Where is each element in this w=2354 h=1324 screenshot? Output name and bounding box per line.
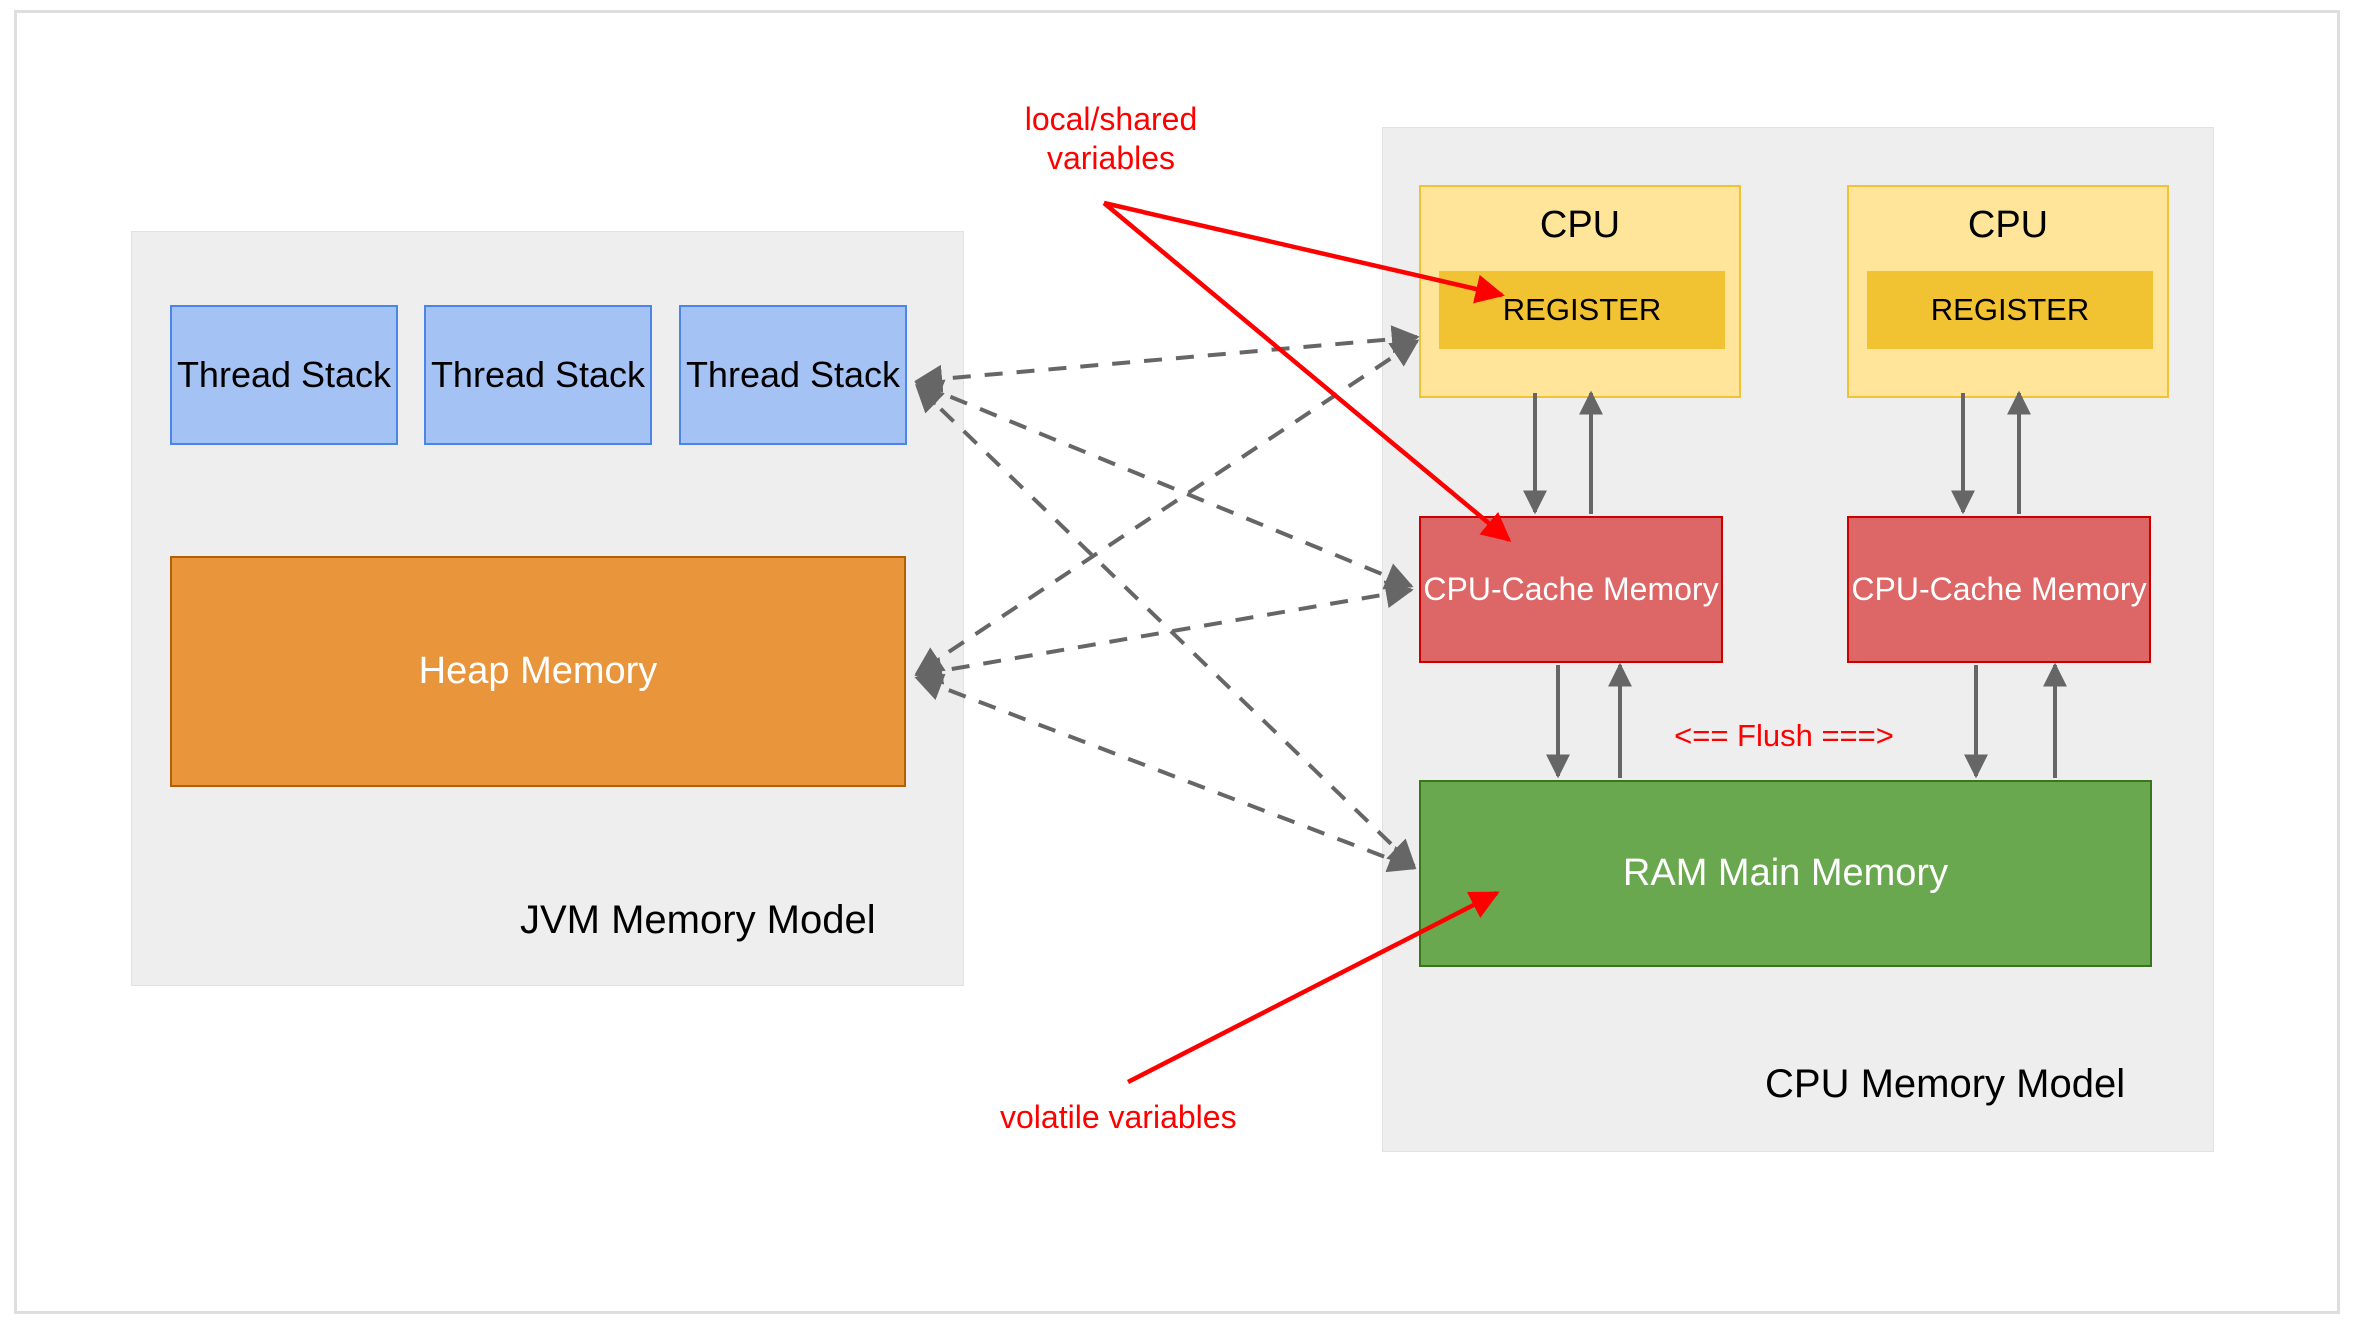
ram-main-memory-box[interactable]: RAM Main Memory bbox=[1419, 780, 2152, 967]
thread-stack-box-1[interactable]: Thread Stack bbox=[170, 305, 398, 445]
link-heap-to-ram bbox=[914, 673, 1417, 873]
cpu-box-1[interactable]: CPU REGISTER bbox=[1419, 185, 1741, 398]
thread-stack-box-2[interactable]: Thread Stack bbox=[424, 305, 652, 445]
link-heap-to-register bbox=[914, 339, 1420, 675]
link-thread-stack-to-ram bbox=[914, 384, 1417, 868]
jvm-memory-model-label: JVM Memory Model bbox=[520, 898, 876, 942]
register-box-1[interactable]: REGISTER bbox=[1439, 271, 1725, 349]
cpu-memory-model-label: CPU Memory Model bbox=[1765, 1062, 2126, 1106]
cpu-cache-memory-box-1[interactable]: CPU-Cache Memory bbox=[1419, 516, 1723, 663]
link-thread-stack-to-cache bbox=[914, 379, 1414, 590]
flush-annotation: <== Flush ===> bbox=[1674, 718, 1894, 753]
volatile-variables-annotation: volatile variables bbox=[1000, 1099, 1237, 1135]
heap-memory-box[interactable]: Heap Memory bbox=[170, 556, 906, 787]
cpu-label-1: CPU bbox=[1539, 204, 1621, 246]
link-thread-stack-to-register bbox=[914, 325, 1420, 393]
cpu-cache-memory-box-2[interactable]: CPU-Cache Memory bbox=[1847, 516, 2151, 663]
thread-stack-box-3[interactable]: Thread Stack bbox=[679, 305, 907, 445]
link-heap-to-cache bbox=[914, 580, 1414, 685]
cpu-label-2: CPU bbox=[1967, 204, 2049, 246]
local-shared-variables-annotation: local/shared variables bbox=[1024, 101, 1198, 177]
cpu-box-2[interactable]: CPU REGISTER bbox=[1847, 185, 2169, 398]
register-box-2[interactable]: REGISTER bbox=[1867, 271, 2153, 349]
